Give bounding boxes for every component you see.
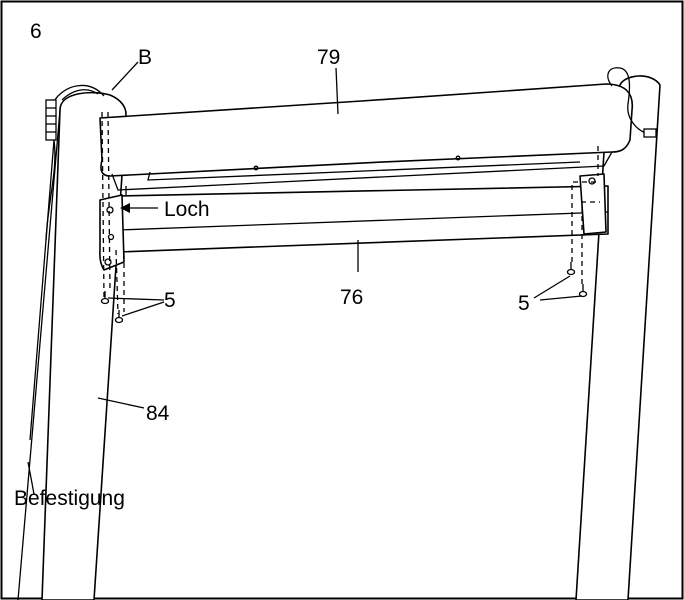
label-5-left: 5: [164, 289, 176, 312]
left-bracket: [99, 194, 125, 271]
leader-lines: [27, 61, 583, 495]
label-84: 84: [146, 402, 170, 425]
right-cable: [607, 67, 657, 138]
label-5-right: 5: [518, 292, 530, 315]
right-bracket: [579, 173, 607, 235]
alignment-lines: [101, 111, 600, 315]
screw-left-upper: [100, 291, 110, 305]
console-cover-79: [99, 83, 634, 196]
screw-left-lower: [114, 310, 124, 324]
label-b: B: [138, 46, 152, 69]
label-76: 76: [340, 286, 363, 309]
screw-right-lower: [578, 284, 588, 298]
left-cable: [45, 84, 105, 241]
right-upright: [575, 75, 661, 600]
screws-5: [100, 262, 588, 324]
step-number: 6: [30, 20, 42, 43]
label-befestigung: Befestigung: [14, 487, 125, 510]
label-loch: Loch: [164, 198, 210, 221]
screw-right-upper: [566, 262, 576, 276]
loch-arrow: [120, 203, 158, 213]
label-79: 79: [317, 46, 340, 69]
